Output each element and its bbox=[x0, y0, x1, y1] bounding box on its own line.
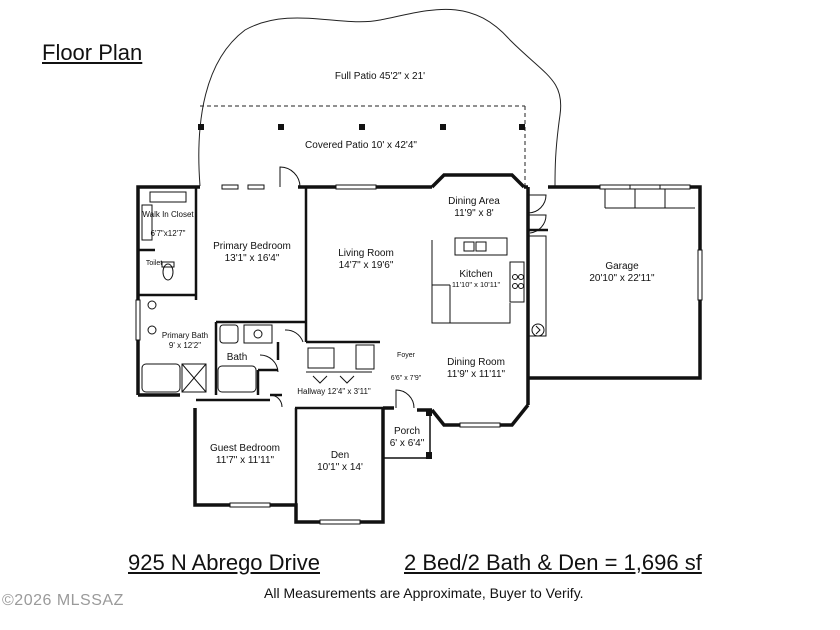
dining-room-label: Dining Room bbox=[447, 357, 505, 368]
stove bbox=[512, 274, 524, 289]
bath-label: Bath bbox=[227, 352, 248, 363]
porch-posts bbox=[426, 410, 432, 459]
primary-bedroom-label: Primary Bedroom bbox=[213, 241, 291, 252]
kitchen-sink bbox=[463, 241, 487, 252]
dining-area-dims: 11'9" x 8' bbox=[454, 208, 494, 219]
porch-label: Porch bbox=[394, 426, 420, 437]
measurement-disclaimer: All Measurements are Approximate, Buyer … bbox=[264, 585, 584, 601]
foyer-label: Foyer bbox=[397, 352, 416, 359]
porch-outline bbox=[382, 412, 431, 459]
kitchen-dims: 11'10" x 10'11" bbox=[452, 280, 501, 289]
foyer-dims: 6'6" x 7'9" bbox=[391, 375, 422, 382]
electrical-panel-icon bbox=[531, 323, 545, 337]
property-address: 925 N Abrego Drive bbox=[128, 550, 320, 575]
page-title: Floor Plan bbox=[42, 40, 143, 65]
primary-bath-label: Primary Bath bbox=[162, 331, 208, 340]
primary-bath-dims: 9' x 12'2" bbox=[169, 341, 201, 350]
toilet-label: Toilet bbox=[146, 260, 162, 267]
porch-dims: 6' x 6'4" bbox=[390, 438, 425, 449]
covered-patio-outline bbox=[200, 105, 526, 186]
full-patio-label: Full Patio 45'2" x 21' bbox=[335, 71, 425, 82]
copyright-watermark: ©2026 MLSSAZ bbox=[2, 592, 124, 609]
garage-label: Garage bbox=[605, 261, 639, 272]
hallway-doors bbox=[312, 375, 355, 384]
living-room-label: Living Room bbox=[338, 248, 394, 259]
guest-bedroom-dims: 11'7" x 11'11" bbox=[216, 455, 275, 466]
living-room-dims: 14'7" x 19'6" bbox=[339, 260, 394, 271]
door-swings bbox=[259, 166, 547, 409]
primary-bedroom-dims: 13'1" x 16'4" bbox=[225, 253, 280, 264]
bath-fixtures bbox=[141, 191, 375, 393]
walk-in-closet-label: Walk In Closet bbox=[142, 210, 194, 219]
guest-bedroom-label: Guest Bedroom bbox=[210, 443, 280, 454]
walk-in-closet-dims: 6'7"x12'7" bbox=[151, 229, 186, 238]
exterior-walls bbox=[136, 173, 702, 524]
hallway-label: Hallway 12'4" x 3'11" bbox=[297, 387, 371, 396]
den-label: Den bbox=[331, 450, 349, 461]
property-summary: 2 Bed/2 Bath & Den = 1,696 sf bbox=[404, 550, 702, 575]
garage-dims: 20'10" x 22'11" bbox=[589, 273, 655, 284]
patio-columns bbox=[198, 124, 525, 130]
kitchen-label: Kitchen bbox=[459, 269, 492, 280]
windows bbox=[135, 184, 703, 525]
covered-patio-label: Covered Patio 10' x 42'4" bbox=[305, 140, 417, 151]
full-patio-outline bbox=[198, 8, 562, 187]
dining-area-label: Dining Area bbox=[448, 196, 500, 207]
garage-door-panels bbox=[604, 189, 695, 209]
dining-room-dims: 11'9" x 11'11" bbox=[447, 369, 506, 380]
den-dims: 10'1" x 14' bbox=[317, 462, 363, 473]
